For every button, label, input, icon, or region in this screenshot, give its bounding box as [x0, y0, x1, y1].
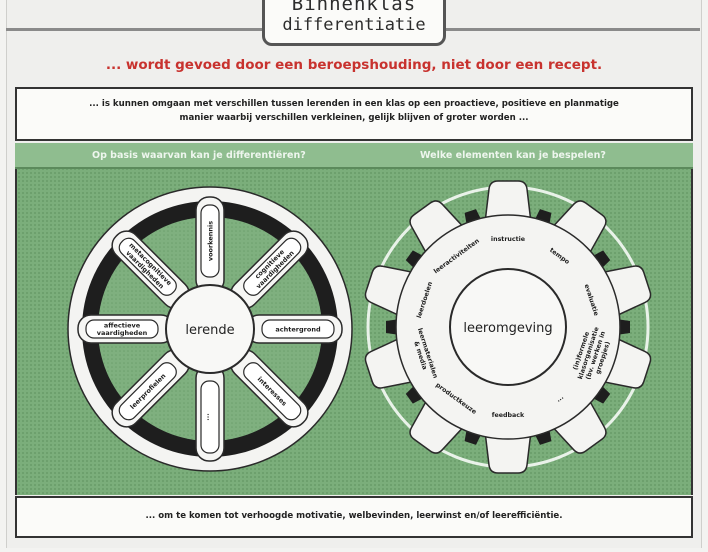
spoke-6 [77, 314, 175, 344]
tooth-9 [409, 200, 473, 265]
intro-box: ... is kunnen omgaan met verschillen tus… [15, 87, 693, 141]
intro-text: ... is kunnen omgaan met verschillen tus… [89, 99, 619, 123]
footer-text: ... om te komen tot verhoogde motivatie,… [145, 511, 563, 521]
spoke-1 [230, 230, 309, 309]
wheel-right-hub [449, 268, 567, 386]
tooth-label-5: feedback [492, 412, 525, 419]
title-badge: Binnenklas differentiatie [262, 0, 446, 46]
spoke-label-4: ... [206, 413, 214, 420]
tooth-4 [543, 389, 607, 454]
wheel-right-center-label: leeromgeving [463, 321, 552, 336]
question-right: Welke elementen kan je bespelen? [420, 150, 606, 161]
wheel-lerende: voorkenniscognitievevaardighedenachtergr… [67, 186, 353, 472]
question-left: Op basis waarvan kan je differentiëren? [92, 150, 306, 161]
spoke-2 [245, 314, 343, 344]
spoke-label-0: voorkennis [206, 221, 214, 261]
wheel-left-hub [165, 284, 255, 374]
wheel-left-center-label: lerende [185, 323, 234, 338]
tooth-1 [543, 200, 607, 265]
tagline: ... wordt gevoed door een beroepshouding… [105, 57, 603, 73]
title-top: Binnenklas [291, 0, 417, 15]
footer-box: ... om te komen tot verhoogde motivatie,… [15, 496, 693, 538]
spoke-4 [195, 364, 225, 462]
tooth-label-0: instructie [491, 236, 525, 243]
question-header [15, 143, 693, 169]
wheels-diagram: voorkenniscognitievevaardighedenachtergr… [67, 180, 652, 474]
spoke-5 [111, 349, 190, 428]
spoke-label-2: achtergrond [275, 325, 321, 333]
tooth-6 [409, 389, 473, 454]
spoke-0 [195, 196, 225, 294]
tooth-label-4: ... [555, 394, 565, 404]
wheel-leeromgeving: instructietempoevaluatie(in)formeleklaso… [364, 180, 652, 474]
title-main: differentiatie [282, 15, 426, 35]
